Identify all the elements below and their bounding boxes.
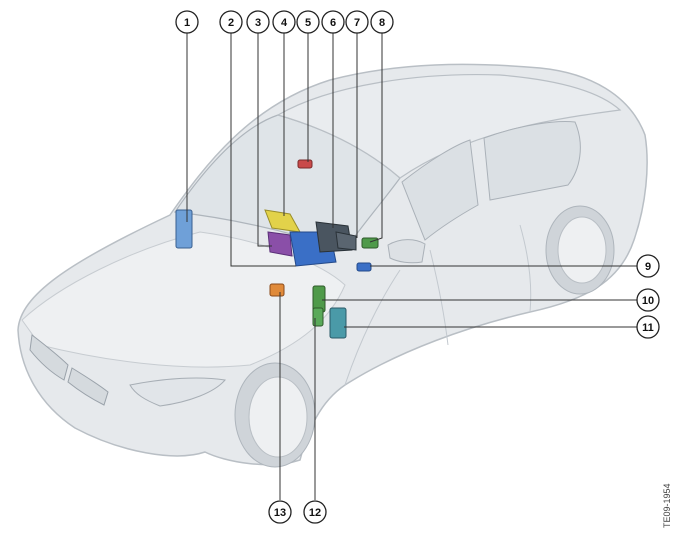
svg-text:9: 9 <box>645 261 651 273</box>
headlight <box>129 377 226 407</box>
svg-text:11: 11 <box>642 322 654 334</box>
callout-8: 8 <box>370 10 394 34</box>
svg-text:3: 3 <box>255 17 261 29</box>
leader-lines <box>186 33 637 500</box>
svg-text:10: 10 <box>642 295 654 307</box>
module-9 <box>356 262 372 272</box>
svg-text:8: 8 <box>379 17 385 29</box>
side-window-rear <box>483 121 581 201</box>
module-3 <box>267 231 293 257</box>
svg-text:6: 6 <box>330 17 336 29</box>
callout-11: 11 <box>636 315 660 339</box>
svg-text:1: 1 <box>184 17 190 29</box>
module-13 <box>269 283 285 297</box>
svg-text:5: 5 <box>305 17 311 29</box>
callout-12: 12 <box>303 500 327 524</box>
rear-wheel <box>545 205 615 295</box>
callout-9: 9 <box>636 254 660 278</box>
figure-code: TE09-1954 <box>660 470 676 530</box>
side-mirror <box>387 239 426 264</box>
callout-4: 4 <box>272 10 296 34</box>
svg-text:12: 12 <box>309 507 321 519</box>
module-5 <box>297 159 313 169</box>
door-lines <box>344 224 532 386</box>
callout-7: 7 <box>345 10 369 34</box>
svg-text:4: 4 <box>281 17 288 29</box>
svg-text:13: 13 <box>274 507 286 519</box>
module-1 <box>175 209 193 249</box>
callout-3: 3 <box>246 10 270 34</box>
module-8 <box>361 237 379 249</box>
front-wheel <box>234 362 316 468</box>
svg-text:7: 7 <box>354 17 360 29</box>
callout-10: 10 <box>636 288 660 312</box>
figure-code-text: TE09-1954 <box>662 483 672 528</box>
roof <box>276 74 622 179</box>
side-window-front <box>401 139 479 241</box>
callout-1: 1 <box>175 10 199 34</box>
callout-2: 2 <box>219 10 243 34</box>
module-7 <box>335 231 357 251</box>
callout-13: 13 <box>268 500 292 524</box>
callout-6: 6 <box>321 10 345 34</box>
svg-text:2: 2 <box>228 17 234 29</box>
callout-5: 5 <box>296 10 320 34</box>
module-11 <box>329 307 347 339</box>
front-grille <box>29 334 109 406</box>
